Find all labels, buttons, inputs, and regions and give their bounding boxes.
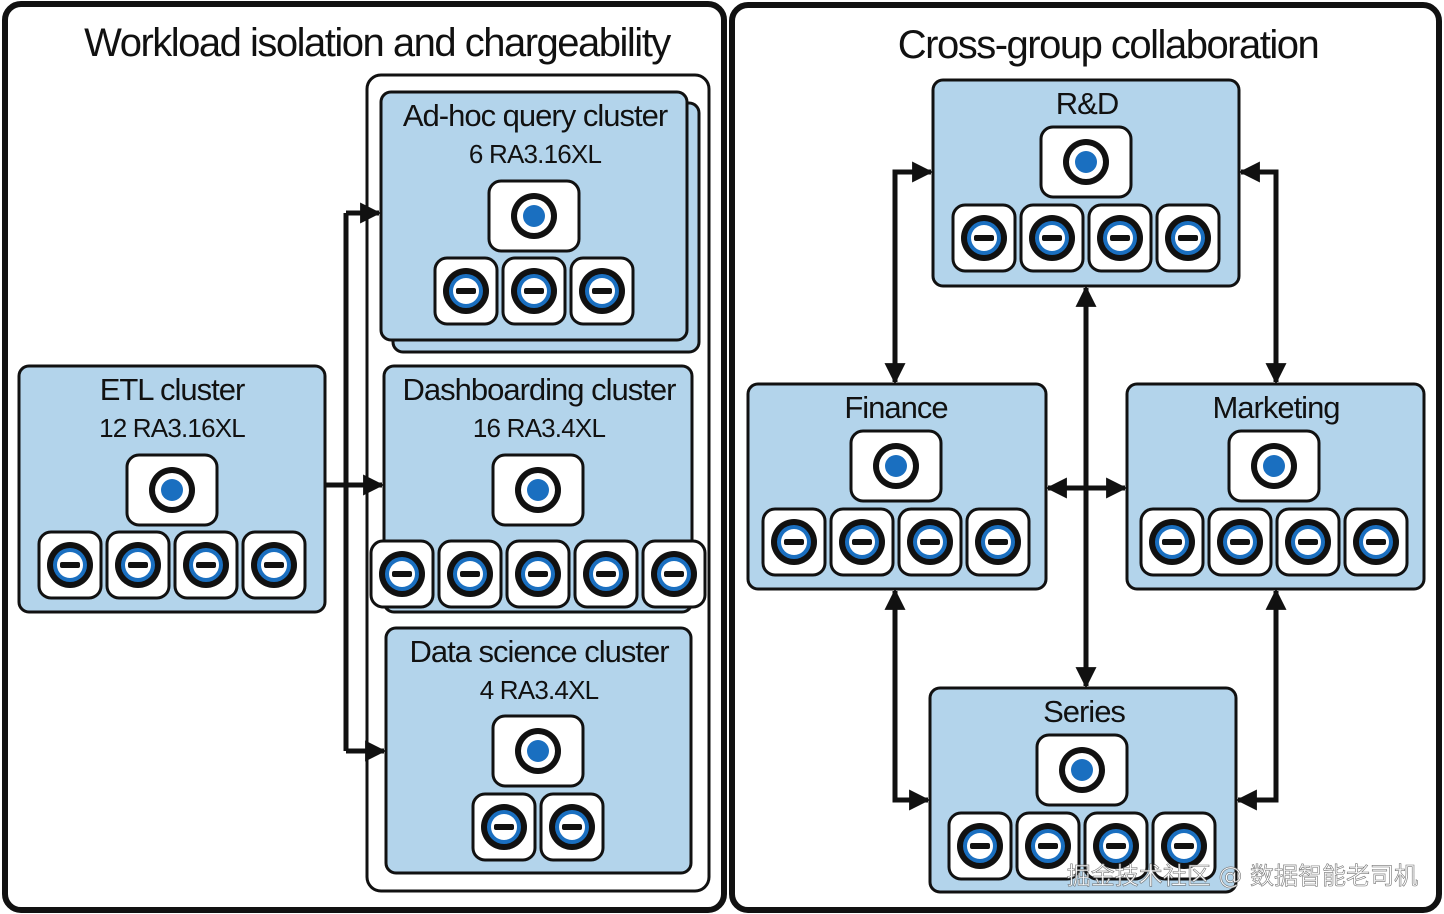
compute-node-icon	[501, 256, 567, 326]
compute-node-icon	[37, 530, 103, 600]
compute-node-icon	[1207, 507, 1273, 577]
compute-nodes	[947, 811, 1217, 881]
compute-node-icon	[539, 792, 605, 862]
compute-node-icon	[105, 530, 171, 600]
adhoc-cluster-title: Ad-hoc query cluster	[403, 98, 668, 133]
compute-nodes	[37, 530, 307, 600]
compute-node-icon	[1275, 507, 1341, 577]
etl-cluster-title: ETL cluster	[100, 372, 245, 407]
leader-node-icon	[491, 453, 585, 527]
leader-node-icon	[487, 179, 581, 253]
compute-node-icon	[965, 507, 1031, 577]
compute-nodes	[471, 792, 605, 862]
dashboarding-cluster-nodes: 16 RA3.4XL	[473, 413, 606, 443]
compute-node-icon	[1083, 811, 1149, 881]
series-cluster-title: Series	[1043, 694, 1125, 729]
compute-node-icon	[761, 507, 827, 577]
compute-nodes	[369, 539, 707, 609]
finance-cluster: Finance	[746, 382, 1048, 591]
etl-cluster: ETL cluster 12 RA3.16XL	[17, 364, 327, 614]
compute-node-icon	[1151, 811, 1217, 881]
compute-node-icon	[897, 507, 963, 577]
marketing-cluster: Marketing	[1125, 382, 1426, 591]
compute-node-icon	[1343, 507, 1409, 577]
compute-node-icon	[173, 530, 239, 600]
finance-cluster-title: Finance	[844, 390, 947, 425]
compute-node-icon	[1015, 811, 1081, 881]
collaboration-arrows	[884, 161, 1287, 811]
compute-node-icon	[1139, 507, 1205, 577]
compute-node-icon	[433, 256, 499, 326]
compute-node-icon	[471, 792, 537, 862]
compute-node-icon	[947, 811, 1013, 881]
adhoc-cluster-nodes: 6 RA3.16XL	[469, 139, 602, 169]
leader-node-icon	[849, 429, 943, 503]
compute-node-icon	[641, 539, 707, 609]
leader-node-icon	[1227, 429, 1321, 503]
compute-node-icon	[369, 539, 435, 609]
arrow-finance-series	[884, 588, 931, 811]
dashboarding-cluster: Dashboarding cluster 16 RA3.4XL	[369, 364, 707, 614]
compute-node-icon	[1019, 203, 1085, 273]
compute-node-icon	[951, 203, 1017, 273]
compute-node-icon	[437, 539, 503, 609]
arrow-rnd-marketing	[1238, 161, 1287, 385]
arrow-rnd-finance	[884, 161, 934, 385]
leader-node-icon	[125, 453, 219, 527]
compute-nodes	[1139, 507, 1409, 577]
leader-node-icon	[491, 714, 585, 788]
arrow-marketing-series	[1235, 588, 1287, 811]
compute-node-icon	[505, 539, 571, 609]
compute-node-icon	[1155, 203, 1221, 273]
etl-cluster-nodes: 12 RA3.16XL	[99, 413, 245, 443]
compute-node-icon	[569, 256, 635, 326]
data-science-cluster-nodes: 4 RA3.4XL	[480, 675, 599, 705]
etl-fanout-arrows	[325, 202, 387, 762]
adhoc-query-cluster: Ad-hoc query cluster 6 RA3.16XL	[379, 90, 701, 354]
compute-node-icon	[241, 530, 307, 600]
compute-node-icon	[829, 507, 895, 577]
rnd-cluster: R&D	[931, 78, 1241, 288]
data-science-cluster-title: Data science cluster	[409, 634, 669, 669]
watermark-text: 掘金技术社区 @ 数据智能老司机	[1067, 862, 1418, 890]
compute-nodes	[951, 203, 1221, 273]
compute-node-icon	[1087, 203, 1153, 273]
dashboarding-cluster-title: Dashboarding cluster	[403, 372, 677, 407]
data-science-cluster: Data science cluster 4 RA3.4XL	[384, 626, 693, 875]
marketing-cluster-title: Marketing	[1212, 390, 1339, 425]
right-panel-title: Cross-group collaboration	[898, 23, 1319, 67]
compute-nodes	[433, 256, 635, 326]
leader-node-icon	[1039, 125, 1133, 199]
compute-nodes	[761, 507, 1031, 577]
left-panel-title: Workload isolation and chargeability	[84, 21, 671, 65]
compute-node-icon	[573, 539, 639, 609]
rnd-cluster-title: R&D	[1056, 86, 1118, 121]
leader-node-icon	[1035, 733, 1129, 807]
